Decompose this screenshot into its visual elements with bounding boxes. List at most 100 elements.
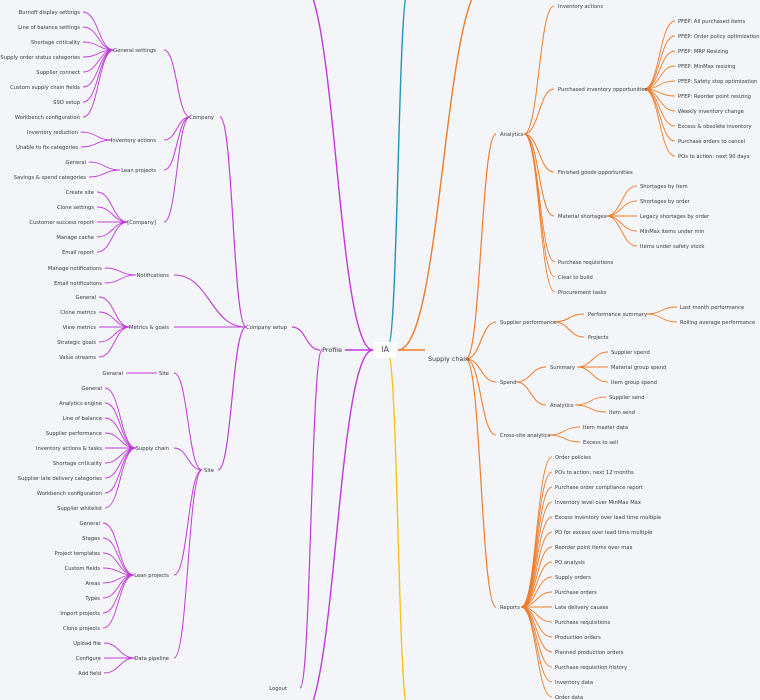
node-add-field[interactable]: Add field <box>78 671 101 677</box>
node-late-delivery-causes[interactable]: Late delivery causes <box>555 605 609 611</box>
node-email-report[interactable]: Email report <box>62 250 94 256</box>
node-finished-goods-opportunities[interactable]: Finished goods opportunities <box>558 170 633 176</box>
node-summary[interactable]: Summary <box>550 365 575 371</box>
node-sso-setup[interactable]: SSO setup <box>53 100 81 106</box>
node-supplier-send[interactable]: Supplier send <box>609 395 645 401</box>
node-configure[interactable]: Configure <box>76 656 101 662</box>
node-order-data[interactable]: Order data <box>555 695 583 700</box>
node-production-orders[interactable]: Production orders <box>555 635 601 641</box>
node-pos-to-action-next-90-days[interactable]: POs to action: next 90 days <box>678 154 750 160</box>
node-item-master-data[interactable]: Item master data <box>583 425 628 431</box>
node-reorder-point-items-over-max[interactable]: Reorder point items over max <box>555 545 633 551</box>
node-items-under-safety-stock[interactable]: Items under safety stock <box>640 244 704 250</box>
node-logout[interactable]: Logout <box>269 686 287 692</box>
node-shortages-by-order[interactable]: Shortages by order <box>640 199 691 205</box>
node-minmax-items-under-min[interactable]: MinMax items under min <box>640 229 704 235</box>
node-burnoff-display-settings[interactable]: Burnoff display settings <box>19 10 81 16</box>
node-ia[interactable]: IA <box>381 345 389 354</box>
node-pfep-all-purchased-items[interactable]: PFEP: All purchased items <box>678 19 745 25</box>
node-shortage-criticality[interactable]: Shortage criticality <box>53 461 102 467</box>
node-order-policies[interactable]: Order policies <box>555 455 591 461</box>
node-areas[interactable]: Areas <box>85 581 100 587</box>
node-po-for-excess-over-lead-time-multiple[interactable]: PO for excess over lead time multiple <box>555 530 652 536</box>
node-pfep-mrp-resizing[interactable]: PFEP: MRP Resizing <box>678 49 728 55</box>
node-pos-to-action-next-12-months[interactable]: POs to action: next 12 months <box>555 470 634 476</box>
node-site[interactable]: Site <box>204 468 214 474</box>
node-pfep-order-policy-optimization[interactable]: PFEP: Order policy optimization <box>678 34 760 40</box>
node-supply-chain[interactable]: Supply chain <box>428 355 469 363</box>
node-inventory-data[interactable]: Inventory data <box>555 680 593 686</box>
node-clone-projects[interactable]: Clone projects <box>63 626 100 632</box>
node-profile[interactable]: Profile <box>322 346 342 354</box>
node-inventory-reduction[interactable]: Inventory reduction <box>27 130 78 136</box>
node-line-of-balance[interactable]: Line of balance <box>62 416 102 422</box>
node-line-of-balance-settings[interactable]: Line of balance settings <box>18 25 80 31</box>
node-custom-supply-chain-fields[interactable]: Custom supply chain fields <box>10 85 80 91</box>
node-lean-projects[interactable]: Lean projects <box>134 573 169 579</box>
node-general-settings[interactable]: General settings <box>113 48 156 54</box>
node-unable-to-fix-categories[interactable]: Unable to fix categories <box>16 145 78 151</box>
node-company-setup[interactable]: Company setup <box>246 325 288 331</box>
node-last-month-performance[interactable]: Last month performance <box>680 305 744 311</box>
node-savings-spend-categories[interactable]: Savings & spend categories <box>14 175 87 181</box>
node-supply-chain[interactable]: Supply chain <box>136 446 169 452</box>
node-supplier-performance[interactable]: Supplier performance <box>46 431 102 437</box>
node-excess-obsolete-inventory[interactable]: Excess & obsolete inventory <box>678 124 752 130</box>
node-procurement-tasks[interactable]: Procurement tasks <box>558 290 607 296</box>
node-general[interactable]: General <box>82 386 102 392</box>
node-reports[interactable]: Reports <box>500 605 520 611</box>
node-custom-fields[interactable]: Custom fields <box>65 566 101 572</box>
node-create-site[interactable]: Create site <box>66 190 94 196</box>
node-clone-settings[interactable]: Clone settings <box>57 205 94 211</box>
node-purchase-requisitions[interactable]: Purchase requisitions <box>555 620 611 626</box>
node-analytics[interactable]: Analytics <box>500 132 524 138</box>
node-material-group-spend[interactable]: Material group spend <box>611 365 666 371</box>
node-projects[interactable]: Projects <box>588 335 609 341</box>
node-purchase-requisition-history[interactable]: Purchase requisition history <box>555 665 627 671</box>
node-supplier-whitelist[interactable]: Supplier whitelist <box>57 506 102 512</box>
node-strategic-goals[interactable]: Strategic goals <box>57 340 96 346</box>
node-project-templates[interactable]: Project templates <box>54 551 100 557</box>
node-email-notifications[interactable]: Email notifications <box>54 281 102 287</box>
node-general[interactable]: General <box>66 160 86 166</box>
node-supply-orders[interactable]: Supply orders <box>555 575 591 581</box>
node-supplier-spend[interactable]: Supplier spend <box>611 350 650 356</box>
node-pfep-minmax-resizing[interactable]: PFEP: MinMax resizing <box>678 64 736 70</box>
node-supplier-performance[interactable]: Supplier performance <box>500 320 556 326</box>
node-site[interactable]: Site <box>159 371 169 377</box>
node-lean-projects[interactable]: Lean projects <box>121 168 156 174</box>
node-workbench-configuration[interactable]: Workbench configuration <box>15 115 80 121</box>
node-excess-to-sell[interactable]: Excess to sell <box>583 440 618 446</box>
node-purchased-inventory-opportunities[interactable]: Purchased inventory opportunities <box>558 87 648 93</box>
node-weekly-inventory-change[interactable]: Weekly inventory change <box>678 109 744 115</box>
node-stages[interactable]: Stages <box>82 536 100 542</box>
node-workbench-configuration[interactable]: Workbench configuration <box>37 491 102 497</box>
node-manage-notifications[interactable]: Manage notifications <box>48 266 102 272</box>
node-types[interactable]: Types <box>84 596 100 602</box>
node-pfep-safety-stop-optimization[interactable]: PFEP: Safety stop optimization <box>678 79 757 85</box>
node-customer-success-report[interactable]: Customer success report <box>29 220 94 226</box>
node-pfep-reorder-point-resizing[interactable]: PFEP: Reorder point resizing <box>678 94 751 100</box>
node-general[interactable]: General <box>103 371 123 377</box>
node-clone-metrics[interactable]: Clone metrics <box>60 310 96 316</box>
node-excess-inventory-over-lead-time-multiple[interactable]: Excess inventory over lead time multiple <box>555 515 661 521</box>
node-data-pipeline[interactable]: Data pipeline <box>134 656 169 662</box>
node-inventory-actions[interactable]: Inventory actions <box>111 138 156 144</box>
node-supplier-late-delivery-categories[interactable]: Supplier late delivery categories <box>18 476 102 482</box>
node-inventory-actions-tasks[interactable]: Inventory actions & tasks <box>36 446 102 452</box>
node-purchase-orders[interactable]: Purchase orders <box>555 590 597 596</box>
node-clear-to-build[interactable]: Clear to build <box>558 275 593 281</box>
node-analytics[interactable]: Analytics <box>550 403 574 409</box>
node-pq-analysis[interactable]: PQ analysis <box>555 560 585 566</box>
node-general[interactable]: General <box>76 295 96 301</box>
node-view-metrics[interactable]: View metrics <box>63 325 97 331</box>
node-shortage-criticality[interactable]: Shortage criticality <box>31 40 80 46</box>
node-company[interactable]: Company <box>189 115 214 121</box>
node-inventory-level-over-minmax-max[interactable]: Inventory level over MinMax Max <box>555 500 641 506</box>
node-notifications[interactable]: Notifications <box>137 273 170 279</box>
node-planned-production-orders[interactable]: Planned production orders <box>555 650 624 656</box>
node-analytics-engine[interactable]: Analytics engine <box>59 401 102 407</box>
node-inventory-actions[interactable]: Inventory actions <box>558 4 603 10</box>
node-manage-cache[interactable]: Manage cache <box>56 235 94 241</box>
node-purchase-order-compliance-report[interactable]: Purchase order compliance report <box>555 485 643 491</box>
